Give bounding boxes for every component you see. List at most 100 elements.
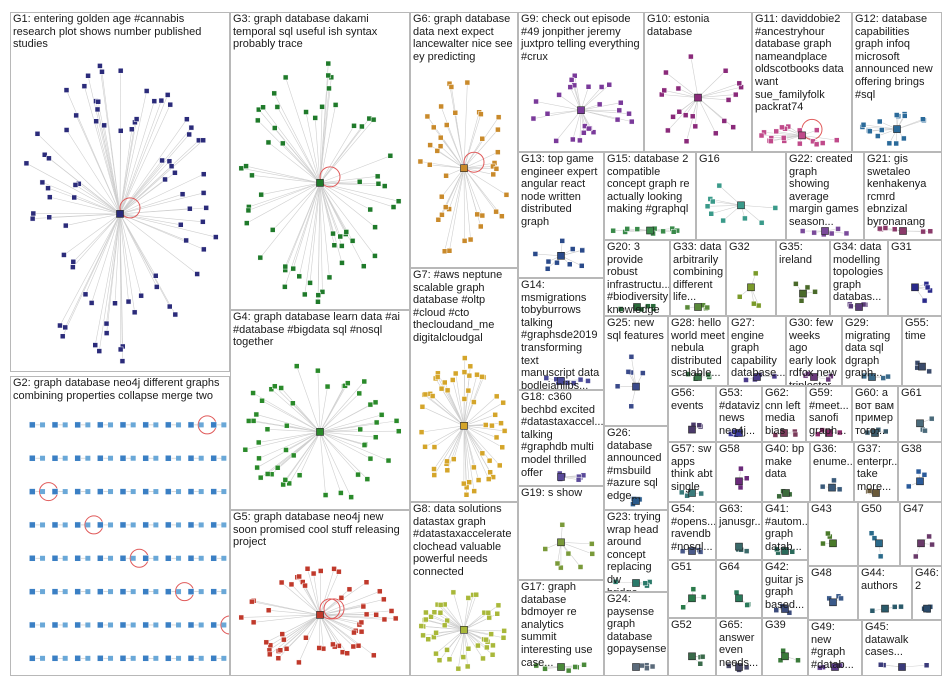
- graph-node: [533, 98, 539, 105]
- graph-node: [878, 661, 884, 668]
- group-label-g50: G50: [861, 503, 882, 515]
- edge: [319, 119, 374, 184]
- edge: [241, 168, 321, 184]
- graph-node: [45, 185, 51, 191]
- graph-node: [40, 522, 46, 528]
- graph-node: [278, 579, 285, 586]
- network-graph-g6: [417, 79, 510, 254]
- graph-node: [629, 118, 635, 125]
- group-label-g64: G64: [719, 561, 740, 573]
- graph-node: [40, 422, 46, 428]
- hub-node: [557, 377, 565, 385]
- group-label-g7: G7: #aws neptune scalable graph database…: [413, 269, 503, 344]
- graph-node: [153, 455, 159, 461]
- graph-node: [598, 84, 605, 90]
- network-graph-g36: [819, 477, 843, 493]
- graph-node: [290, 400, 296, 407]
- graph-node: [722, 68, 729, 74]
- group-panel-g10: G10: estonia database: [644, 12, 752, 152]
- edge: [420, 161, 465, 169]
- graph-node: [187, 655, 195, 662]
- graph-node: [838, 595, 844, 602]
- graph-node: [418, 429, 425, 435]
- graph-node: [351, 123, 357, 129]
- graph-node: [108, 555, 114, 561]
- graph-node: [34, 131, 41, 137]
- graph-node: [660, 228, 666, 235]
- edge: [661, 94, 699, 98]
- edge: [579, 110, 582, 141]
- graph-node: [172, 170, 178, 176]
- graph-node: [129, 126, 135, 133]
- hub-node: [829, 598, 837, 607]
- graph-node: [450, 377, 456, 383]
- edge: [257, 120, 321, 184]
- edge: [560, 542, 592, 545]
- graph-node: [62, 655, 68, 661]
- graph-node: [441, 248, 448, 254]
- graph-node: [40, 555, 46, 561]
- graph-node: [337, 233, 344, 240]
- graph-node: [358, 619, 365, 626]
- group-panel-g25: G25: new sql features: [604, 316, 668, 426]
- graph-node: [464, 663, 471, 670]
- graph-node: [861, 373, 867, 380]
- graph-node: [920, 228, 926, 235]
- graph-node: [390, 204, 397, 210]
- graph-node: [486, 614, 492, 621]
- graph-node: [29, 555, 36, 562]
- graph-node: [772, 432, 779, 438]
- graph-node: [812, 289, 818, 295]
- graph-node: [296, 273, 302, 280]
- graph-node: [500, 635, 507, 641]
- network-graph-g33: [684, 302, 711, 312]
- group-panel-g55: G55: time: [902, 316, 942, 386]
- graph-node: [471, 399, 477, 405]
- graph-node: [882, 225, 889, 231]
- network-graph-g46: [921, 604, 934, 614]
- graph-node: [153, 655, 159, 661]
- network-graph-g1: [23, 63, 219, 364]
- graph-node: [868, 530, 875, 536]
- graph-node: [159, 157, 165, 164]
- edge: [319, 386, 328, 432]
- graph-node: [579, 247, 585, 254]
- graph-node: [733, 91, 739, 98]
- graph-node: [324, 383, 331, 390]
- graph-node: [312, 115, 318, 121]
- group-label-g1: G1: entering golden age #cannabis resear…: [13, 13, 202, 51]
- graph-node: [51, 454, 59, 462]
- graph-node: [108, 455, 114, 461]
- network-graph-g59: [815, 427, 843, 437]
- edge: [292, 403, 321, 433]
- graph-node: [293, 363, 300, 369]
- graph-node: [269, 227, 276, 233]
- edge: [437, 150, 465, 169]
- edge: [319, 614, 360, 625]
- network-graph-g21: [877, 225, 934, 235]
- edge: [85, 213, 121, 295]
- graph-node: [685, 371, 691, 377]
- graph-node: [93, 118, 99, 125]
- graph-node: [30, 210, 37, 217]
- graph-node: [467, 363, 474, 370]
- graph-node: [670, 229, 677, 235]
- network-graph-g42: [773, 603, 793, 616]
- network-graph-g48: [826, 593, 844, 607]
- edge: [296, 365, 321, 432]
- graph-node: [716, 182, 723, 189]
- graph-node: [624, 226, 630, 232]
- graph-node: [460, 654, 467, 660]
- edge: [274, 127, 321, 184]
- group-label-g24: G24: paysense graph database gopaysense: [607, 593, 667, 656]
- graph-node: [708, 211, 714, 217]
- edge: [319, 614, 324, 649]
- graph-node: [97, 655, 104, 662]
- graph-node: [488, 631, 494, 637]
- graph-node: [256, 455, 262, 462]
- graph-node: [326, 274, 333, 281]
- edge: [422, 406, 465, 427]
- graph-node: [577, 137, 583, 144]
- graph-node: [585, 84, 592, 90]
- graph-node: [307, 280, 313, 286]
